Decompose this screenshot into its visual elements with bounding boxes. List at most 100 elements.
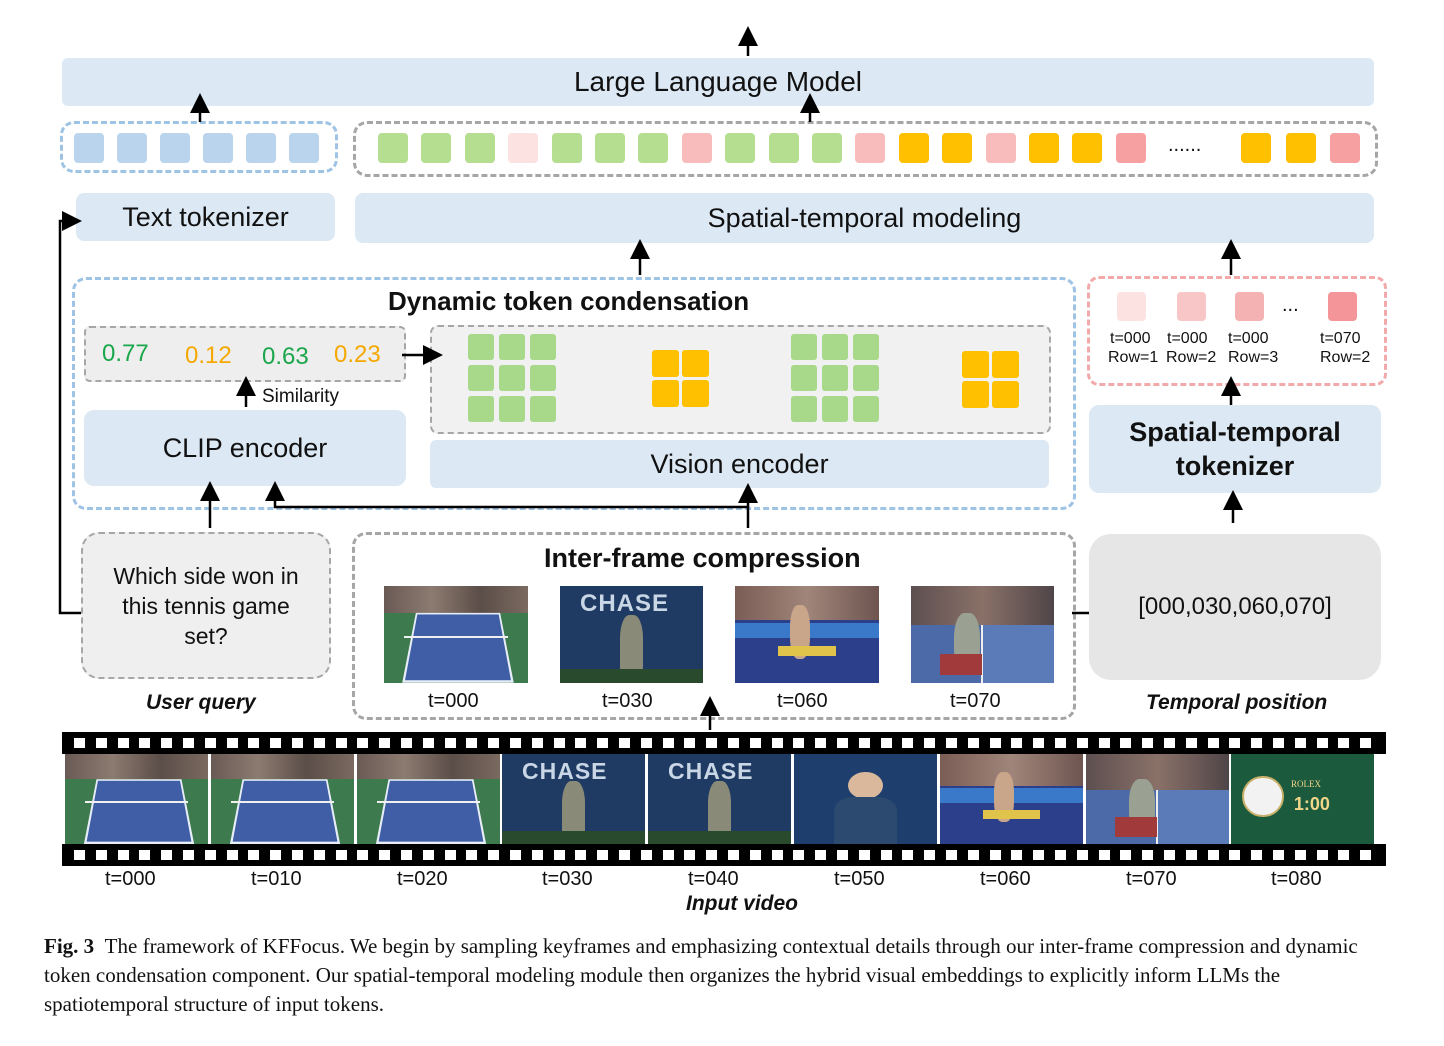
player	[708, 781, 731, 835]
visual-token	[1029, 133, 1059, 163]
figure-caption: Fig. 3 The framework of KFFocus. We begi…	[44, 932, 1404, 1019]
st-token	[1328, 292, 1357, 321]
sprocket-hole	[466, 850, 478, 860]
sprocket-hole	[749, 850, 761, 860]
sprocket-hole	[1360, 850, 1372, 860]
sprocket-hole	[401, 850, 412, 860]
orange-condensed-token	[682, 350, 709, 377]
text-tokenizer-label: Text tokenizer	[122, 201, 289, 232]
sprocket-hole	[248, 850, 260, 860]
sprocket-hole	[139, 738, 151, 748]
player-head	[848, 772, 883, 799]
sponsor-sign: CHASE	[522, 757, 608, 784]
sprocket-hole	[858, 738, 870, 748]
green-patch-token	[822, 334, 848, 360]
visual-token	[1241, 133, 1271, 163]
sprocket-hole	[1120, 738, 1132, 748]
st-token	[1177, 292, 1206, 321]
video-frame-5	[794, 754, 937, 844]
llm-label: Large Language Model	[573, 66, 862, 97]
sprocket-hole	[815, 850, 827, 860]
sprocket-hole	[1033, 738, 1045, 748]
sprocket-hole	[270, 738, 282, 748]
sprocket-hole	[1164, 738, 1175, 748]
sprocket-hole	[1294, 850, 1306, 860]
user-query-line-1: Which side won in	[113, 562, 299, 589]
sprocket-hole	[815, 738, 827, 748]
video-frame-label: t=080	[1271, 868, 1322, 890]
sprocket-hole	[553, 738, 565, 748]
st-token-row: Row=1	[1108, 349, 1159, 366]
sponsor-sign: CHASE	[668, 757, 754, 784]
player	[994, 772, 1015, 822]
sprocket-hole	[662, 738, 674, 748]
sprocket-hole	[1207, 738, 1219, 748]
sprocket-hole	[575, 850, 587, 860]
net	[85, 800, 188, 803]
visual-token	[942, 133, 973, 163]
st-token-time: t=000	[1167, 330, 1208, 347]
sprocket-hole	[1338, 850, 1350, 860]
sprocket-hole	[1273, 738, 1284, 748]
player	[562, 781, 585, 835]
sprocket-hole	[728, 738, 739, 748]
inter-frame-title: Inter-frame compression	[544, 543, 861, 573]
sprocket-hole	[422, 850, 434, 860]
sprocket-hole	[1164, 850, 1175, 860]
green-patch-token	[530, 396, 556, 422]
orange-condensed-token	[962, 351, 989, 378]
orange-condensed-token	[992, 381, 1019, 408]
st-token-row: Row=3	[1228, 349, 1279, 366]
sprocket-hole	[597, 738, 609, 748]
crowd	[1086, 754, 1229, 790]
sprocket-hole	[379, 738, 391, 748]
st-token	[1117, 292, 1146, 321]
sprocket-hole	[967, 738, 979, 748]
sprocket-hole	[95, 850, 107, 860]
sprocket-hole	[488, 738, 500, 748]
film-strip-bottom	[62, 844, 1386, 866]
text-tokenizer-box: Text tokenizer	[76, 193, 335, 241]
sprocket-hole	[531, 738, 543, 748]
green-patch-token	[791, 365, 817, 391]
video-frame-label: t=030	[542, 868, 593, 890]
arrow-query-to-text-tokenizer	[58, 211, 82, 615]
sprocket-hole	[422, 738, 434, 748]
visual-token-group	[353, 121, 1378, 177]
sprocket-hole	[989, 738, 1001, 748]
sprocket-hole	[74, 738, 85, 748]
video-frame-3: CHASE	[502, 754, 645, 844]
video-frame-label: t=060	[980, 868, 1031, 890]
scoreboard	[982, 809, 1041, 819]
sprocket-hole	[619, 850, 630, 860]
visual-token	[378, 133, 408, 163]
visual-token	[812, 133, 842, 163]
visual-token	[768, 133, 799, 163]
sprocket-hole	[335, 850, 347, 860]
sprocket-hole	[575, 738, 587, 748]
video-frame-6	[940, 754, 1083, 844]
video-frame-label: t=040	[688, 868, 739, 890]
temporal-position-box: [000,030,060,070]	[1089, 534, 1381, 680]
green-patch-token	[530, 334, 556, 360]
text-token	[117, 133, 147, 163]
sprocket-hole	[1316, 850, 1328, 860]
sprocket-hole	[793, 850, 805, 860]
clip-encoder-label: CLIP encoder	[162, 432, 328, 463]
green-patch-token	[853, 396, 879, 422]
orange-condensed-token	[652, 350, 679, 377]
similarity-score: 0.63	[262, 343, 309, 370]
sprocket-hole	[924, 850, 936, 860]
sprocket-hole	[924, 738, 936, 748]
orange-condensed-token	[652, 380, 679, 407]
green-patch-token	[822, 396, 848, 422]
sprocket-hole	[946, 850, 957, 860]
video-frame-label: t=020	[397, 868, 448, 890]
scoreboard	[778, 646, 836, 656]
sprocket-hole	[335, 738, 347, 748]
video-frame-2	[357, 754, 500, 844]
temporal-position-caption: Temporal position	[1146, 691, 1328, 714]
green-patch-token	[822, 365, 848, 391]
sprocket-hole	[837, 738, 848, 748]
